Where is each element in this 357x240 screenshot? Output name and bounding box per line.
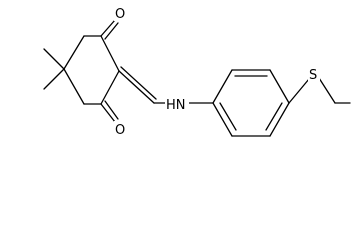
bond-c6-c5 — [63, 68, 85, 105]
amine-label: HN — [166, 98, 186, 113]
methylidene-linker — [118, 66, 167, 104]
oxygen-top-bg — [114, 5, 127, 21]
bond-c5-c4 — [63, 35, 85, 70]
exocyclic-double-bond-b — [120, 66, 157, 100]
methylthio-group — [288, 77, 351, 104]
carbonyl-bottom — [100, 100, 119, 123]
sulfur-to-methyl-bond — [318, 77, 336, 104]
carbonyl-top-bond-b — [104, 22, 119, 40]
sulfur-bg — [308, 66, 320, 82]
benzene-bond-3 — [269, 69, 290, 104]
methyl-bond-down — [43, 68, 65, 90]
sulfur-label: S — [309, 68, 317, 83]
benzene-bond-4 — [269, 102, 290, 137]
carbonyl-top-bond-a — [100, 19, 116, 37]
methyl-bond-up — [43, 48, 65, 70]
benzene-inner-double-3 — [219, 102, 237, 131]
amine-bg — [165, 96, 189, 112]
benzene-bond-1 — [212, 69, 233, 104]
bond-c2-c1 — [100, 70, 120, 105]
chemical-structure-diagram: O O HN S — [43, 5, 351, 138]
carbonyl-bottom-bond-a — [100, 103, 116, 123]
carbonyl-bottom-bond-b — [104, 100, 119, 120]
phenyl-to-sulfur-bond — [288, 78, 310, 104]
oxygen-bottom-label: O — [115, 123, 125, 138]
carbonyl-top — [100, 19, 119, 40]
bond-c3-c2 — [100, 35, 120, 72]
cyclohexanedione-ring — [63, 35, 120, 105]
benzene-inner-double-2 — [265, 102, 283, 131]
exocyclic-double-bond-a — [118, 70, 155, 104]
oxygen-top-label: O — [115, 7, 125, 22]
gem-dimethyl-group — [43, 48, 65, 90]
benzene-bond-6 — [212, 102, 233, 137]
benzene-ring — [212, 69, 290, 137]
oxygen-bottom-bg — [114, 121, 127, 137]
